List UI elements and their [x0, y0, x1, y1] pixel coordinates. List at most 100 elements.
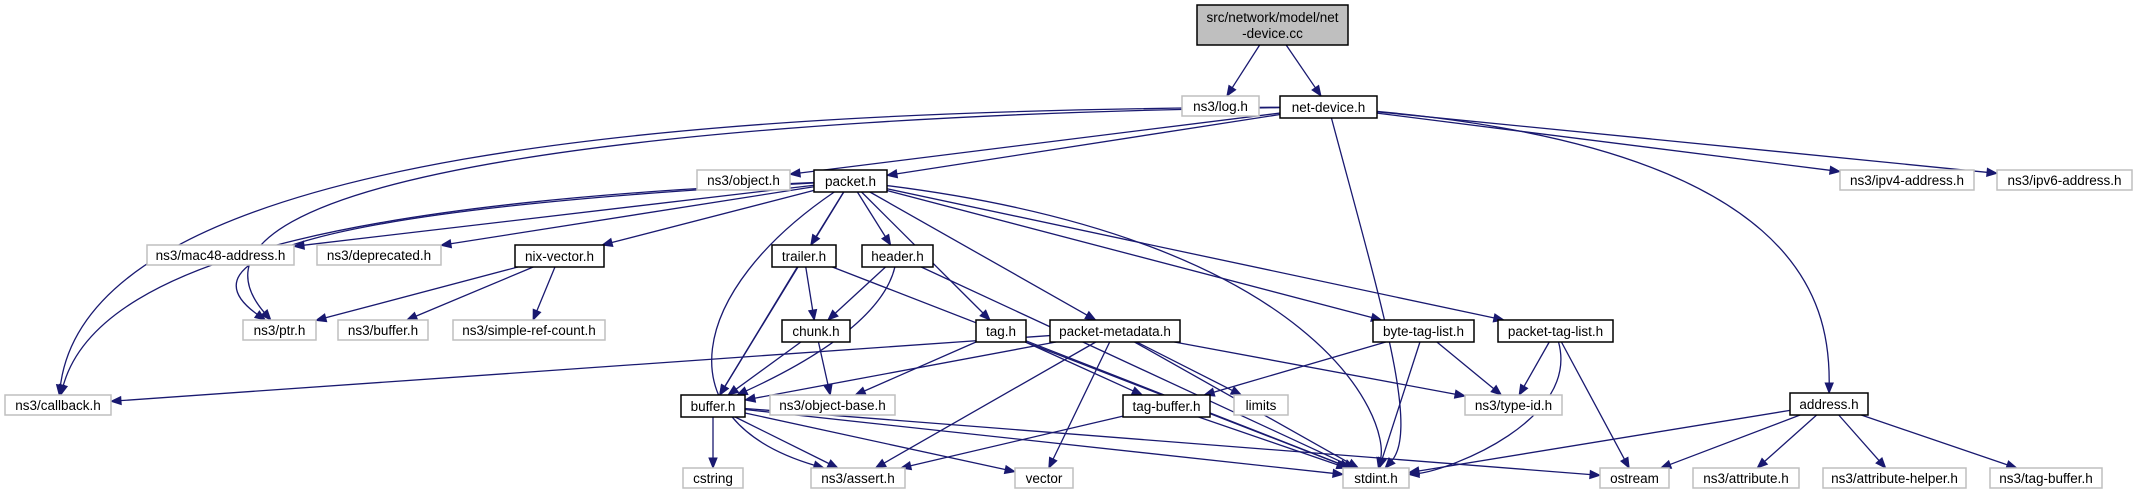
edge-packet-to-bytetaglist: [886, 189, 1383, 322]
node-root[interactable]: src/network/model/net-device.cc: [1196, 4, 1349, 46]
node-label: ns3/ipv4-address.h: [1850, 173, 1964, 188]
node-box: [337, 319, 429, 341]
edge-root-to-log: [1226, 44, 1261, 98]
edge-root-to-netdevice: [1285, 44, 1322, 98]
edge-line: [1198, 416, 1339, 466]
edge-buffer-to-assert: [734, 416, 840, 469]
edge-line: [1330, 117, 1402, 462]
edge-packet-to-packettaglist: [886, 188, 1506, 323]
node-label: stdint.h: [1354, 471, 1398, 486]
edge-bytetaglist-to-stdint: [1377, 341, 1421, 470]
node-simplerefcount: ns3/simple-ref-count.h: [452, 319, 606, 341]
node-label: ns3/callback.h: [15, 398, 101, 413]
edge-line: [886, 184, 1382, 460]
node-cstring: cstring: [682, 467, 744, 489]
arrowhead-icon: [826, 309, 839, 321]
node-box: [781, 319, 851, 343]
node-tag[interactable]: tag.h: [975, 319, 1027, 343]
node-callback: ns3/callback.h: [4, 394, 112, 416]
node-log: ns3/log.h: [1181, 95, 1260, 117]
arrowhead-icon: [1003, 464, 1017, 475]
edge-line: [744, 407, 1592, 476]
arrowhead-icon: [532, 308, 542, 322]
edge-line: [1838, 414, 1881, 462]
edge-line: [734, 416, 831, 465]
node-nixvector[interactable]: nix-vector.h: [514, 244, 605, 268]
edge-nixvector-to-ns3buffer: [405, 266, 534, 321]
node-box: [1692, 467, 1800, 489]
node-tagbuffer[interactable]: tag-buffer.h: [1122, 394, 1211, 418]
arrowhead-icon: [1226, 84, 1237, 98]
edge-line: [856, 191, 887, 238]
edge-line: [711, 191, 835, 467]
node-box: [146, 244, 295, 266]
node-bytetaglist[interactable]: byte-tag-list.h: [1372, 319, 1475, 343]
node-box: [1822, 467, 1967, 489]
edge-line: [1668, 414, 1801, 466]
arrowhead-icon: [823, 383, 833, 397]
node-header[interactable]: header.h: [861, 244, 934, 268]
edge-line: [1136, 341, 1234, 392]
node-label: ns3/mac48-address.h: [156, 248, 286, 263]
node-netdevice[interactable]: net-device.h: [1279, 95, 1378, 119]
edge-netdevice-to-ipv4: [1376, 112, 1842, 175]
node-label: ns3/attribute-helper.h: [1831, 471, 1958, 486]
edge-line: [1376, 112, 1832, 172]
node-box: [1497, 319, 1614, 343]
node-label: ns3/attribute.h: [1703, 471, 1789, 486]
node-packetmetadata[interactable]: packet-metadata.h: [1049, 319, 1181, 343]
node-box: [514, 244, 605, 268]
edge-buffer-to-stdint: [744, 408, 1345, 478]
arrowhead-icon: [1084, 310, 1097, 321]
node-trailer[interactable]: trailer.h: [771, 244, 837, 268]
edge-line: [817, 341, 829, 387]
node-ns3tagbuffer: ns3/tag-buffer.h: [1989, 467, 2103, 489]
edge-packet-to-deprecated: [439, 186, 815, 249]
node-chunk[interactable]: chunk.h: [781, 319, 851, 343]
edge-line: [744, 408, 1335, 475]
edge-line: [805, 266, 814, 312]
edge-netdevice-to-ptr: [247, 106, 1281, 322]
edge-line: [1174, 341, 1457, 395]
edge-packettaglist-to-ostream: [1560, 341, 1630, 470]
edge-netdevice-to-stdint: [1330, 117, 1402, 469]
node-objectbase: ns3/object-base.h: [769, 394, 896, 416]
arrowhead-icon: [439, 238, 453, 249]
node-label: ns3/log.h: [1193, 99, 1248, 114]
arrowhead-icon: [1453, 389, 1467, 399]
node-address[interactable]: address.h: [1789, 392, 1869, 416]
arrowhead-icon: [1589, 469, 1602, 480]
arrowhead-icon: [292, 240, 305, 250]
node-ptr: ns3/ptr.h: [242, 319, 317, 341]
edge-address-to-attribute: [1756, 414, 1818, 469]
node-box: [242, 319, 317, 341]
node-label: tag-buffer.h: [1132, 399, 1200, 414]
edge-line: [909, 415, 1124, 467]
edge-line: [1285, 44, 1317, 89]
edge-line: [610, 189, 815, 244]
node-packet[interactable]: packet.h: [813, 169, 888, 193]
arrowhead-icon: [1824, 382, 1834, 395]
node-label: limits: [1246, 398, 1277, 413]
arrowhead-icon: [1518, 383, 1529, 397]
node-packettaglist[interactable]: packet-tag-list.h: [1497, 319, 1614, 343]
edge-bytetaglist-to-tagbuffer: [1202, 341, 1386, 397]
edge-packetmetadata-to-limits: [1136, 341, 1243, 396]
edge-line: [1560, 341, 1626, 461]
node-label: -device.cc: [1242, 26, 1303, 41]
node-label: vector: [1026, 471, 1063, 486]
arrowhead-icon: [260, 308, 272, 322]
edge-address-to-ostream: [1659, 414, 1801, 469]
node-object: ns3/object.h: [696, 169, 791, 191]
node-typeid: ns3/type-id.h: [1464, 394, 1563, 416]
edge-buffer-to-ostream: [744, 407, 1602, 480]
node-box: [696, 169, 791, 191]
edge-line: [723, 266, 798, 388]
edge-line: [1376, 110, 1830, 385]
edges-layer: [55, 44, 2018, 480]
edge-line: [886, 188, 1496, 319]
node-buffer[interactable]: buffer.h: [680, 394, 746, 418]
node-label: chunk.h: [792, 324, 839, 339]
arrowhead-icon: [1828, 165, 1842, 175]
edge-packetmetadata-to-callback: [109, 334, 1051, 406]
